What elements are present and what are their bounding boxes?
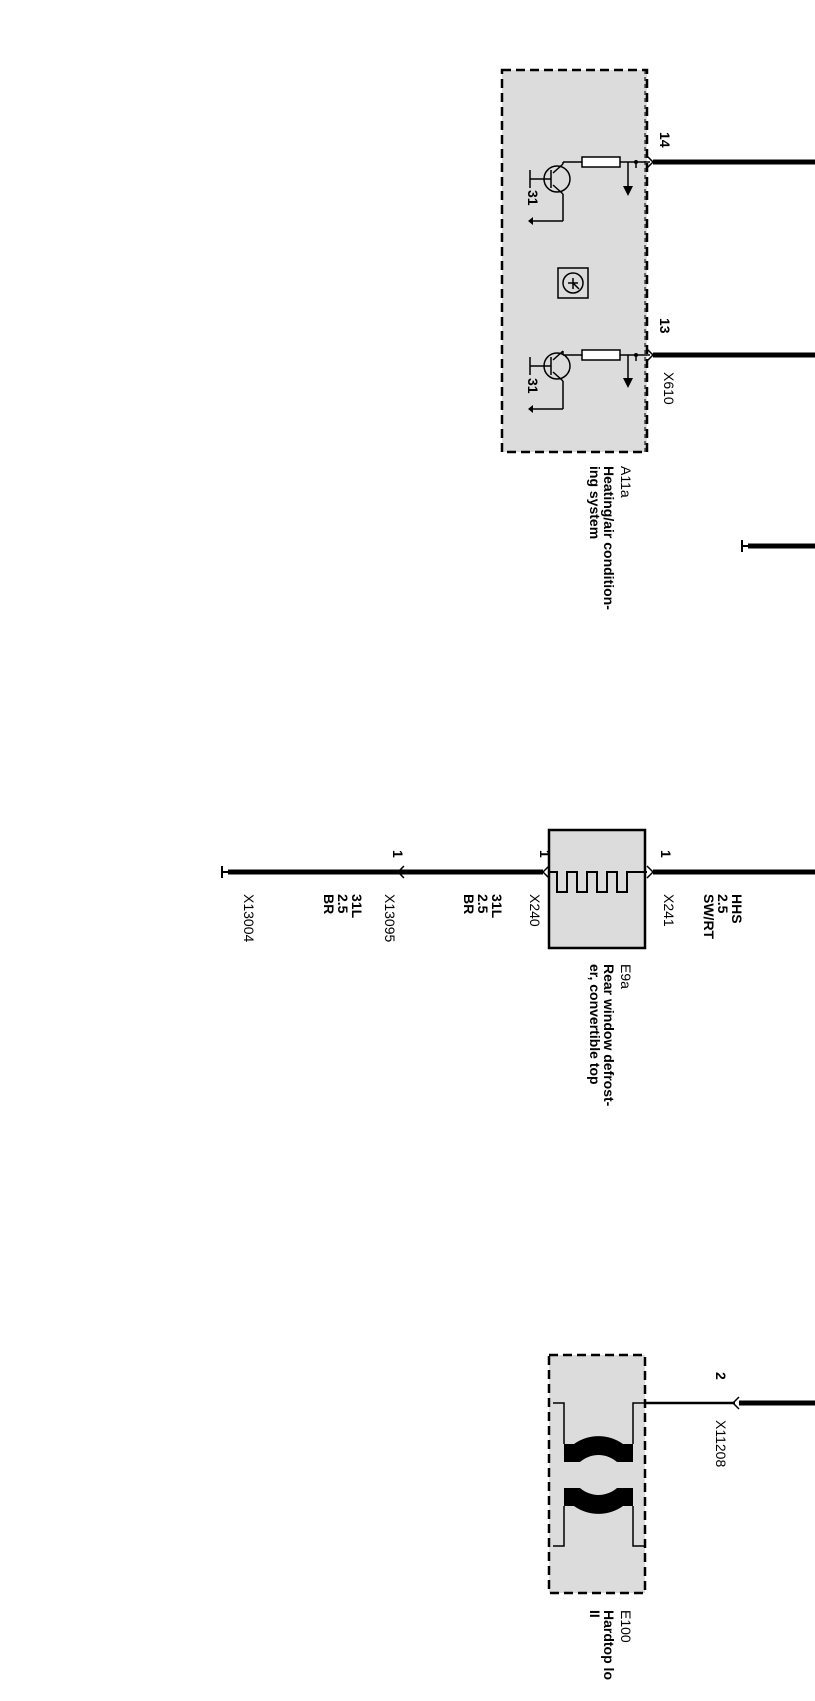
hhs-signal: HHS xyxy=(729,894,745,924)
a11a-id: A11a xyxy=(618,466,634,498)
control-unit-icon xyxy=(557,267,589,299)
transistor-bottom-symbol xyxy=(528,349,650,413)
x11208-pin-2 xyxy=(645,1396,815,1410)
w31l-b-color: BR xyxy=(321,894,337,914)
e9a-id: E9a xyxy=(618,964,634,989)
x241-label: X241 xyxy=(661,894,677,927)
e100-id: E100 xyxy=(618,1610,634,1643)
e9a-pin-right-label: 1 xyxy=(658,850,674,858)
x610-pin-13 xyxy=(646,348,815,362)
e100-hardtop-lock xyxy=(547,1353,647,1595)
x610-pin-14 xyxy=(646,155,815,169)
x11208-label: X11208 xyxy=(713,1420,729,1467)
a11a-name-line1: Heating/air condition- xyxy=(601,466,617,610)
w31l-a-color: BR xyxy=(461,894,477,914)
ground-label-bottom: 31 xyxy=(525,378,541,394)
a11a-name-line2: ing system xyxy=(587,466,603,539)
e100-pin-label: 2 xyxy=(713,1372,729,1380)
hhs-color: SW/RT xyxy=(701,894,717,940)
hhs-gauge: 2.5 xyxy=(715,894,731,914)
x13095-connector xyxy=(228,865,405,879)
a11a-housing xyxy=(500,68,649,454)
x13095-pin-label: 1 xyxy=(390,850,406,858)
w31l-a-signal: 31L xyxy=(489,894,505,919)
x13095-label: X13095 xyxy=(382,894,398,942)
w31l-b-gauge: 2.5 xyxy=(335,894,351,914)
pin-13-label: 13 xyxy=(657,318,673,334)
a11a-module: 31 31 xyxy=(500,68,650,454)
e9a-name-line1: Rear window defrost- xyxy=(601,964,617,1107)
x13004-label: X13004 xyxy=(241,894,257,942)
x13004-ground xyxy=(221,866,228,878)
pin-14-label: 14 xyxy=(657,132,673,148)
ground-stub-upper xyxy=(741,540,815,552)
x240-label: X240 xyxy=(527,894,543,927)
e9a-pin-left-label: 1 xyxy=(537,850,553,858)
ground-label-top: 31 xyxy=(525,190,541,206)
x610-label: X610 xyxy=(661,372,677,405)
transistor-top-symbol xyxy=(528,156,650,225)
e100-name-line1: Hardtop lo xyxy=(601,1610,617,1680)
e100-housing xyxy=(547,1353,647,1595)
w31l-a-gauge: 2.5 xyxy=(475,894,491,914)
e100-name-line2: II xyxy=(587,1610,603,1618)
heating-element-icon xyxy=(549,871,647,893)
lock-ring-top-icon xyxy=(564,1436,633,1462)
lock-ring-bottom-icon xyxy=(564,1488,633,1514)
e9a-name-line2: er, convertible top xyxy=(587,964,603,1085)
e9a-heater xyxy=(547,828,647,950)
w31l-b-signal: 31L xyxy=(349,894,365,919)
